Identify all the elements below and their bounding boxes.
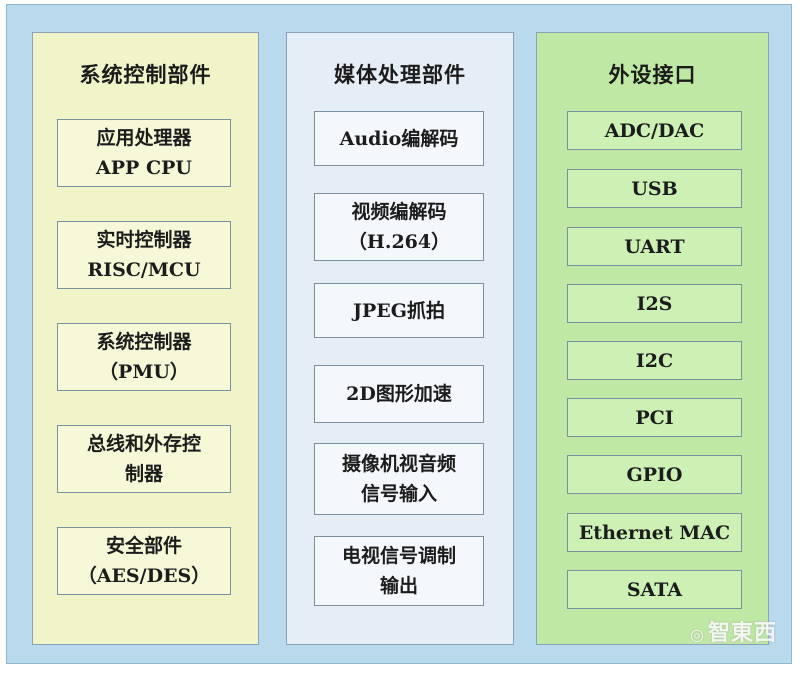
video-codec-box: 视频编解码 （H.264）	[314, 193, 484, 261]
box-label: 电视信号调制	[341, 545, 456, 567]
box-label: 总线和外存控	[86, 433, 201, 455]
zhidx-logo-icon: ◎	[690, 625, 705, 644]
pci-box: PCI	[567, 398, 742, 437]
media-processing-panel: 媒体处理部件 Audio编解码 视频编解码 （H.264） JPEG抓拍 2D图…	[286, 32, 514, 645]
i2c-box: I2C	[567, 341, 742, 380]
watermark-logo: ◎智東西	[690, 615, 777, 647]
bus-memory-controller-box: 总线和外存控 制器	[57, 425, 231, 493]
box-label: 视频编解码	[351, 201, 447, 223]
box-label: RISC/MCU	[87, 259, 201, 281]
box-label: （AES/DES）	[77, 565, 211, 587]
usb-box: USB	[567, 169, 742, 208]
adc-dac-box: ADC/DAC	[567, 111, 742, 150]
box-label: APP CPU	[96, 157, 192, 179]
box-label: 制器	[124, 463, 163, 485]
diagram-frame: 系统控制部件 应用处理器 APP CPU 实时控制器 RISC/MCU 系统控制…	[6, 4, 792, 664]
sata-box: SATA	[567, 570, 742, 609]
camera-input-box: 摄像机视音频 信号输入	[314, 443, 484, 515]
uart-box: UART	[567, 227, 742, 266]
box-label: 安全部件	[105, 535, 182, 557]
box-label: 2D图形加速	[346, 383, 452, 405]
box-label: 信号输入	[360, 483, 437, 505]
security-box: 安全部件 （AES/DES）	[57, 527, 231, 595]
peripheral-interface-panel: 外设接口 ADC/DAC USB UART I2S I2C PCI GPIO E…	[536, 32, 769, 645]
i2s-box: I2S	[567, 284, 742, 323]
box-label: Audio编解码	[339, 127, 459, 150]
audio-codec-box: Audio编解码	[314, 111, 484, 166]
box-label: 实时控制器	[96, 229, 192, 251]
box-label: 摄像机视音频	[341, 453, 456, 475]
system-control-panel: 系统控制部件 应用处理器 APP CPU 实时控制器 RISC/MCU 系统控制…	[32, 32, 259, 645]
box-label: 输出	[379, 575, 418, 597]
box-label: JPEG抓拍	[353, 299, 445, 322]
box-label: 系统控制器	[96, 331, 192, 353]
rtc-mcu-box: 实时控制器 RISC/MCU	[57, 221, 231, 289]
ethernet-mac-box: Ethernet MAC	[567, 513, 742, 552]
tv-output-box: 电视信号调制 输出	[314, 536, 484, 606]
box-label: 应用处理器	[96, 127, 192, 149]
gpio-box: GPIO	[567, 455, 742, 494]
box-label: （PMU）	[99, 361, 189, 383]
jpeg-capture-box: JPEG抓拍	[314, 283, 484, 338]
system-control-title: 系统控制部件	[79, 62, 212, 87]
media-processing-title: 媒体处理部件	[334, 62, 466, 87]
2d-graphics-box: 2D图形加速	[314, 365, 484, 423]
pmu-box: 系统控制器 （PMU）	[57, 323, 231, 391]
peripheral-interface-title: 外设接口	[608, 62, 697, 87]
app-cpu-box: 应用处理器 APP CPU	[57, 119, 231, 187]
box-label: （H.264）	[347, 231, 451, 253]
watermark-text: 智東西	[707, 620, 777, 646]
